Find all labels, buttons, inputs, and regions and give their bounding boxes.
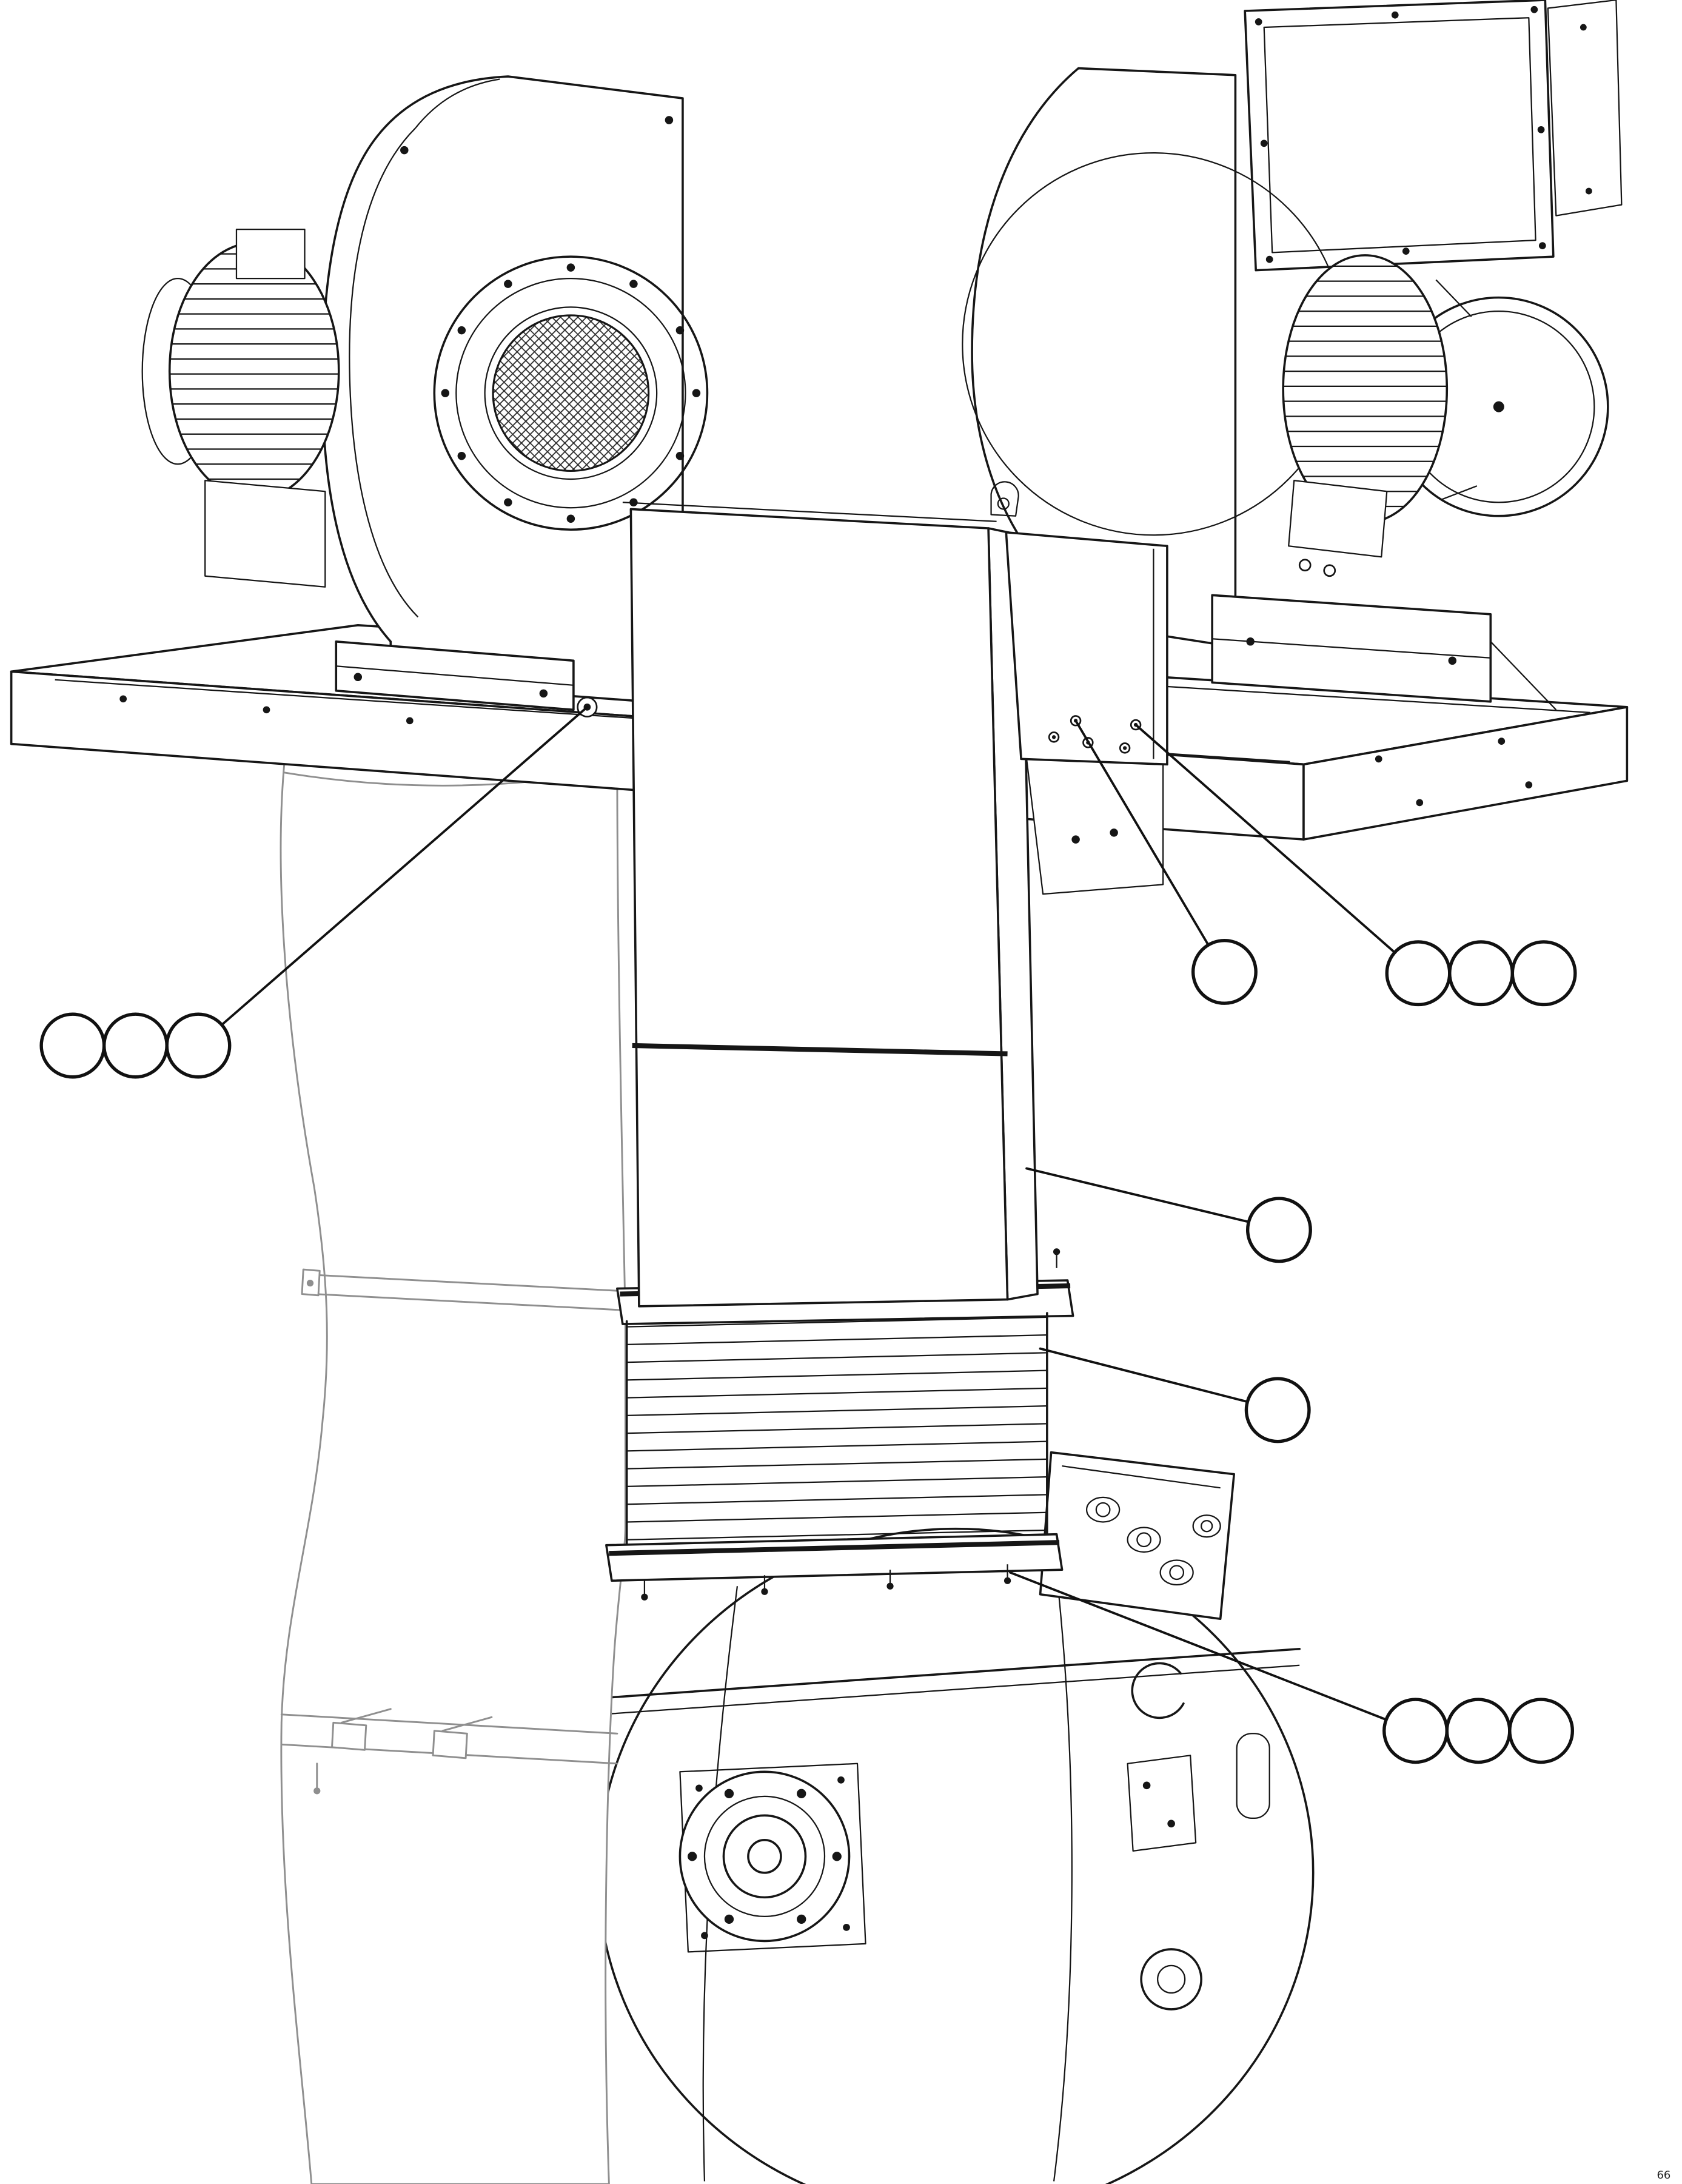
callout-transition-duct [1025, 1167, 1312, 1263]
footer-mark: 66 [1657, 2169, 1670, 2182]
cable-gland-plate [1039, 1451, 1235, 1621]
callout-balloon [1508, 1698, 1575, 1764]
bellows-convolutions [625, 1312, 1048, 1552]
callout-leader-line [1074, 719, 1210, 946]
terminal-box [1288, 480, 1388, 558]
blower-pedestal-right [1211, 594, 1557, 711]
callout-balloon [165, 1012, 232, 1079]
duct-clamp-lower [280, 1708, 618, 1795]
shaft-hub [678, 1770, 851, 1943]
callout-balloon [1445, 1698, 1512, 1764]
bellows-bottom-bolts [641, 1564, 1011, 1601]
callout-bracket-fastener [1074, 719, 1258, 1005]
duct-clamp-upper [301, 1268, 629, 1312]
inlet-mesh-guard [492, 314, 650, 472]
blower-pedestal-left [335, 640, 575, 711]
callout-bellows-clamp-fasteners [1009, 1571, 1575, 1764]
fan-housing [592, 1451, 1315, 2184]
blower-motor-left [141, 228, 340, 588]
motor-support [204, 480, 326, 588]
callout-leader-line [1025, 1167, 1249, 1223]
callout-balloon [1382, 1698, 1449, 1764]
blower-motor-right [1282, 254, 1609, 577]
motor-body [168, 241, 340, 501]
lifting-hook-lower [1140, 1948, 1202, 2011]
callout-balloon [1244, 1377, 1311, 1443]
lifting-lug [990, 481, 1019, 517]
terminal-box [235, 228, 306, 280]
callout-leader-line [1134, 724, 1396, 954]
callout-balloon [102, 1012, 169, 1079]
callout-bracket-fasteners-right [1134, 724, 1577, 1007]
discharge-flange-plates [1244, 0, 1623, 272]
callout-leader-line [220, 705, 589, 1027]
down-duct [280, 763, 629, 2184]
callout-leader-line [1009, 1571, 1389, 1721]
lifting-hook-upper [1131, 1662, 1185, 1719]
duct-front-face [629, 508, 1009, 1308]
transition-duct [622, 481, 1168, 1308]
callout-balloon [39, 1012, 106, 1079]
callout-balloon [1385, 940, 1452, 1007]
callout-balloon [1191, 938, 1258, 1005]
side-bracket [1127, 1755, 1197, 1852]
left-blower-assembly [141, 75, 709, 711]
duct-support-bracket [1005, 531, 1168, 766]
callout-bellows [1039, 1347, 1311, 1443]
callout-balloon [1510, 940, 1577, 1007]
right-blower-assembly [962, 0, 1623, 711]
duct-seam [632, 1043, 1008, 1057]
callouts-layer [39, 705, 1577, 1764]
bracket-lower-plate [1025, 750, 1164, 895]
callout-balloon [1245, 1197, 1312, 1263]
callout-leader-line [1039, 1347, 1249, 1403]
callout-platform-fasteners-left [39, 705, 589, 1079]
callout-balloon [1448, 940, 1515, 1007]
inlet-flange [433, 255, 709, 531]
vent-slot [1236, 1733, 1270, 1819]
